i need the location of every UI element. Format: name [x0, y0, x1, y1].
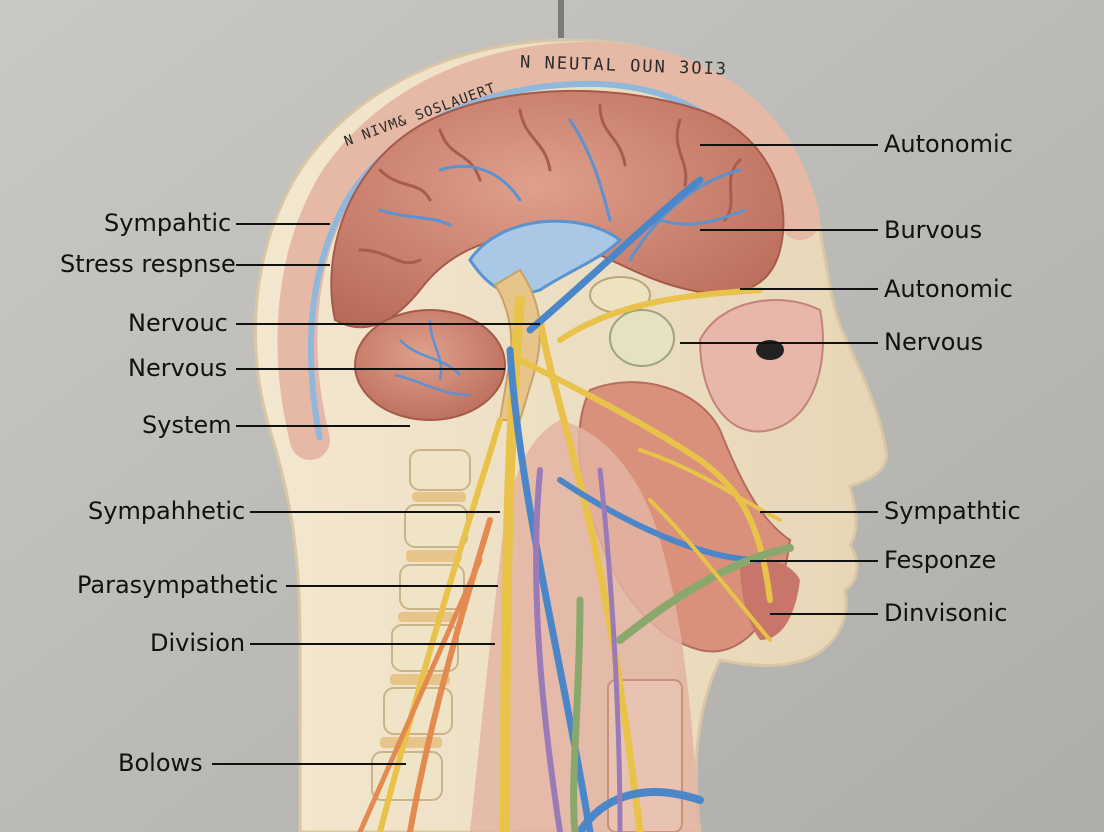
label-stress-respnse: Stress respnse — [60, 252, 236, 276]
label-sympahtic: Sympahtic — [104, 211, 231, 235]
label-nervous-left: Nervous — [128, 356, 227, 380]
label-fesponze: Fesponze — [884, 548, 996, 572]
label-autonomic-mid: Autonomic — [884, 277, 1013, 301]
label-sympathtic: Sympathtic — [884, 499, 1021, 523]
label-autonomic-top: Autonomic — [884, 132, 1013, 156]
label-burvous: Burvous — [884, 218, 982, 242]
label-sympahhetic: Sympahhetic — [88, 499, 245, 523]
label-nervouc: Nervouc — [128, 311, 228, 335]
label-bolows: Bolows — [118, 751, 203, 775]
label-system: System — [142, 413, 232, 437]
gland-lower — [610, 310, 674, 366]
hanging-rod — [558, 0, 564, 38]
label-parasympathetic: Parasympathetic — [77, 573, 278, 597]
label-dinvisonic: Dinvisonic — [884, 601, 1008, 625]
label-division: Division — [150, 631, 245, 655]
label-nervous-right: Nervous — [884, 330, 983, 354]
